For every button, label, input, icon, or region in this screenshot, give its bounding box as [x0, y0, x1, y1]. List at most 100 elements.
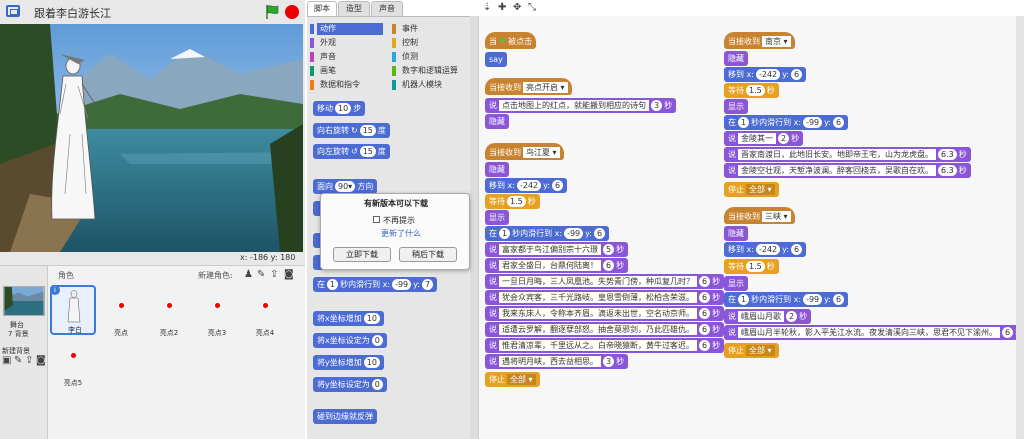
- category-sound[interactable]: 声音: [310, 51, 383, 63]
- sprite-tile[interactable]: 亮点: [98, 288, 144, 337]
- num-input[interactable]: 1: [327, 279, 339, 290]
- block-hide[interactable]: 隐藏: [485, 162, 509, 177]
- stage-thumbnail[interactable]: [3, 286, 45, 316]
- num-input[interactable]: 6: [699, 292, 711, 303]
- tab-scripts[interactable]: 脚本: [307, 1, 337, 16]
- stage-thumbnail-area[interactable]: 舞台 7 背景 新建背景 ▣ ✎ ⇪ ◙: [0, 266, 48, 439]
- stop-dropdown[interactable]: 全部 ▾: [746, 345, 775, 356]
- block-show[interactable]: 显示: [724, 99, 748, 114]
- fullscreen-icon[interactable]: [6, 5, 20, 17]
- download-now-button[interactable]: 立即下载: [333, 247, 391, 262]
- num-input[interactable]: 6: [1002, 327, 1014, 338]
- num-input[interactable]: -242: [755, 244, 781, 255]
- num-input[interactable]: 15: [359, 125, 376, 136]
- text-input[interactable]: 晋家南渡日，此地旧长安。地即帝王宅，山为龙虎盘。: [738, 149, 936, 160]
- block-hide[interactable]: 隐藏: [724, 226, 748, 241]
- block-bounce[interactable]: 碰到边缘就反弹: [313, 409, 377, 424]
- num-input[interactable]: 6: [594, 228, 606, 239]
- duplicate-icon[interactable]: ⇣: [483, 2, 492, 13]
- dont-show-checkbox[interactable]: [373, 216, 380, 223]
- sprite-tile[interactable]: 亮点2: [146, 288, 192, 337]
- text-input[interactable]: 适遭云罗解，翻逐孽部怒。抽舍莫邪剑，乃此匹雄仇。: [499, 324, 697, 335]
- stop-dropdown[interactable]: 全部 ▾: [507, 374, 536, 385]
- block-hide[interactable]: 隐藏: [724, 51, 748, 66]
- script-area[interactable]: 当⚑被点击 say 当接收到亮点开启 ▾ 说点击地图上的红点，就能搬到相应的诗句…: [478, 16, 1024, 439]
- text-input[interactable]: 遇将明月峡，西去益相思。: [499, 356, 601, 367]
- num-input[interactable]: 3: [651, 100, 663, 111]
- num-input[interactable]: -99: [392, 279, 412, 290]
- block-stop[interactable]: 停止全部 ▾: [724, 182, 779, 197]
- num-input[interactable]: 10: [335, 103, 352, 114]
- num-input[interactable]: 6: [833, 294, 845, 305]
- block-when-receive[interactable]: 当接收到亮点开启 ▾: [485, 78, 572, 95]
- block-show[interactable]: 显示: [485, 210, 509, 225]
- num-input[interactable]: 5: [603, 244, 615, 255]
- num-input[interactable]: 1: [738, 117, 750, 128]
- text-input[interactable]: 我来东床人，令称本齐眉。滴返未出世，空名动京师。: [499, 308, 697, 319]
- sprite-tile[interactable]: 亮点4: [242, 288, 288, 337]
- num-input[interactable]: 6: [603, 260, 615, 271]
- image-icon[interactable]: ▣: [2, 355, 12, 366]
- num-input[interactable]: -242: [755, 69, 781, 80]
- num-input[interactable]: 6: [833, 117, 845, 128]
- block-when-receive[interactable]: 当接收到三峡 ▾: [724, 207, 795, 224]
- num-input[interactable]: 10: [363, 357, 380, 368]
- category-looks[interactable]: 外观: [310, 37, 383, 49]
- block-when-receive[interactable]: 当接收到南京 ▾: [724, 32, 795, 49]
- category-motion[interactable]: 动作: [310, 23, 383, 35]
- num-input[interactable]: 0: [371, 335, 383, 346]
- sprite-tile[interactable]: i 李白: [50, 285, 96, 335]
- num-input[interactable]: 1: [738, 294, 750, 305]
- message-dropdown[interactable]: 三峡 ▾: [762, 211, 791, 222]
- num-input[interactable]: 6.3: [938, 165, 957, 176]
- block-when-receive[interactable]: 当接收到鸟江夏 ▾: [485, 143, 564, 160]
- category-pen[interactable]: 画笔: [310, 65, 383, 77]
- text-input[interactable]: 一旦日月晦，三人凤凰池。失势青门傍，种瓜复几时？: [499, 276, 697, 287]
- category-events[interactable]: 事件: [392, 23, 469, 35]
- num-input[interactable]: 1.5: [746, 261, 765, 272]
- num-input[interactable]: 10: [363, 313, 380, 324]
- stage-canvas[interactable]: [0, 24, 303, 252]
- info-icon[interactable]: i: [50, 285, 60, 295]
- category-sensing[interactable]: 侦测: [392, 51, 469, 63]
- num-input[interactable]: 2: [786, 311, 798, 322]
- num-input[interactable]: 0: [371, 379, 383, 390]
- palette-scrollbar[interactable]: [470, 16, 478, 439]
- tab-costumes[interactable]: 造型: [338, 1, 370, 16]
- text-input[interactable]: 峨眉山月半轮秋，影入平羌江水流。夜发清溪向三峡，思君不见下渝州。: [738, 327, 1000, 338]
- tab-sounds[interactable]: 声音: [371, 1, 403, 16]
- num-input[interactable]: 6: [552, 180, 564, 191]
- text-input[interactable]: 金陵其一: [738, 133, 776, 144]
- num-input[interactable]: 1: [499, 228, 511, 239]
- stop-dropdown[interactable]: 全部 ▾: [746, 184, 775, 195]
- text-input[interactable]: 犹会众宾客，三千光路岐。皇恩雪倒薄，松柏含荣滋。: [499, 292, 697, 303]
- num-input[interactable]: 3: [603, 356, 615, 367]
- block-hide[interactable]: 隐藏: [485, 114, 509, 129]
- script-scrollbar[interactable]: [1016, 16, 1024, 439]
- num-input[interactable]: 6: [699, 324, 711, 335]
- num-input[interactable]: 90▾: [335, 181, 356, 192]
- camera-sprite-icon[interactable]: ◙: [284, 269, 294, 280]
